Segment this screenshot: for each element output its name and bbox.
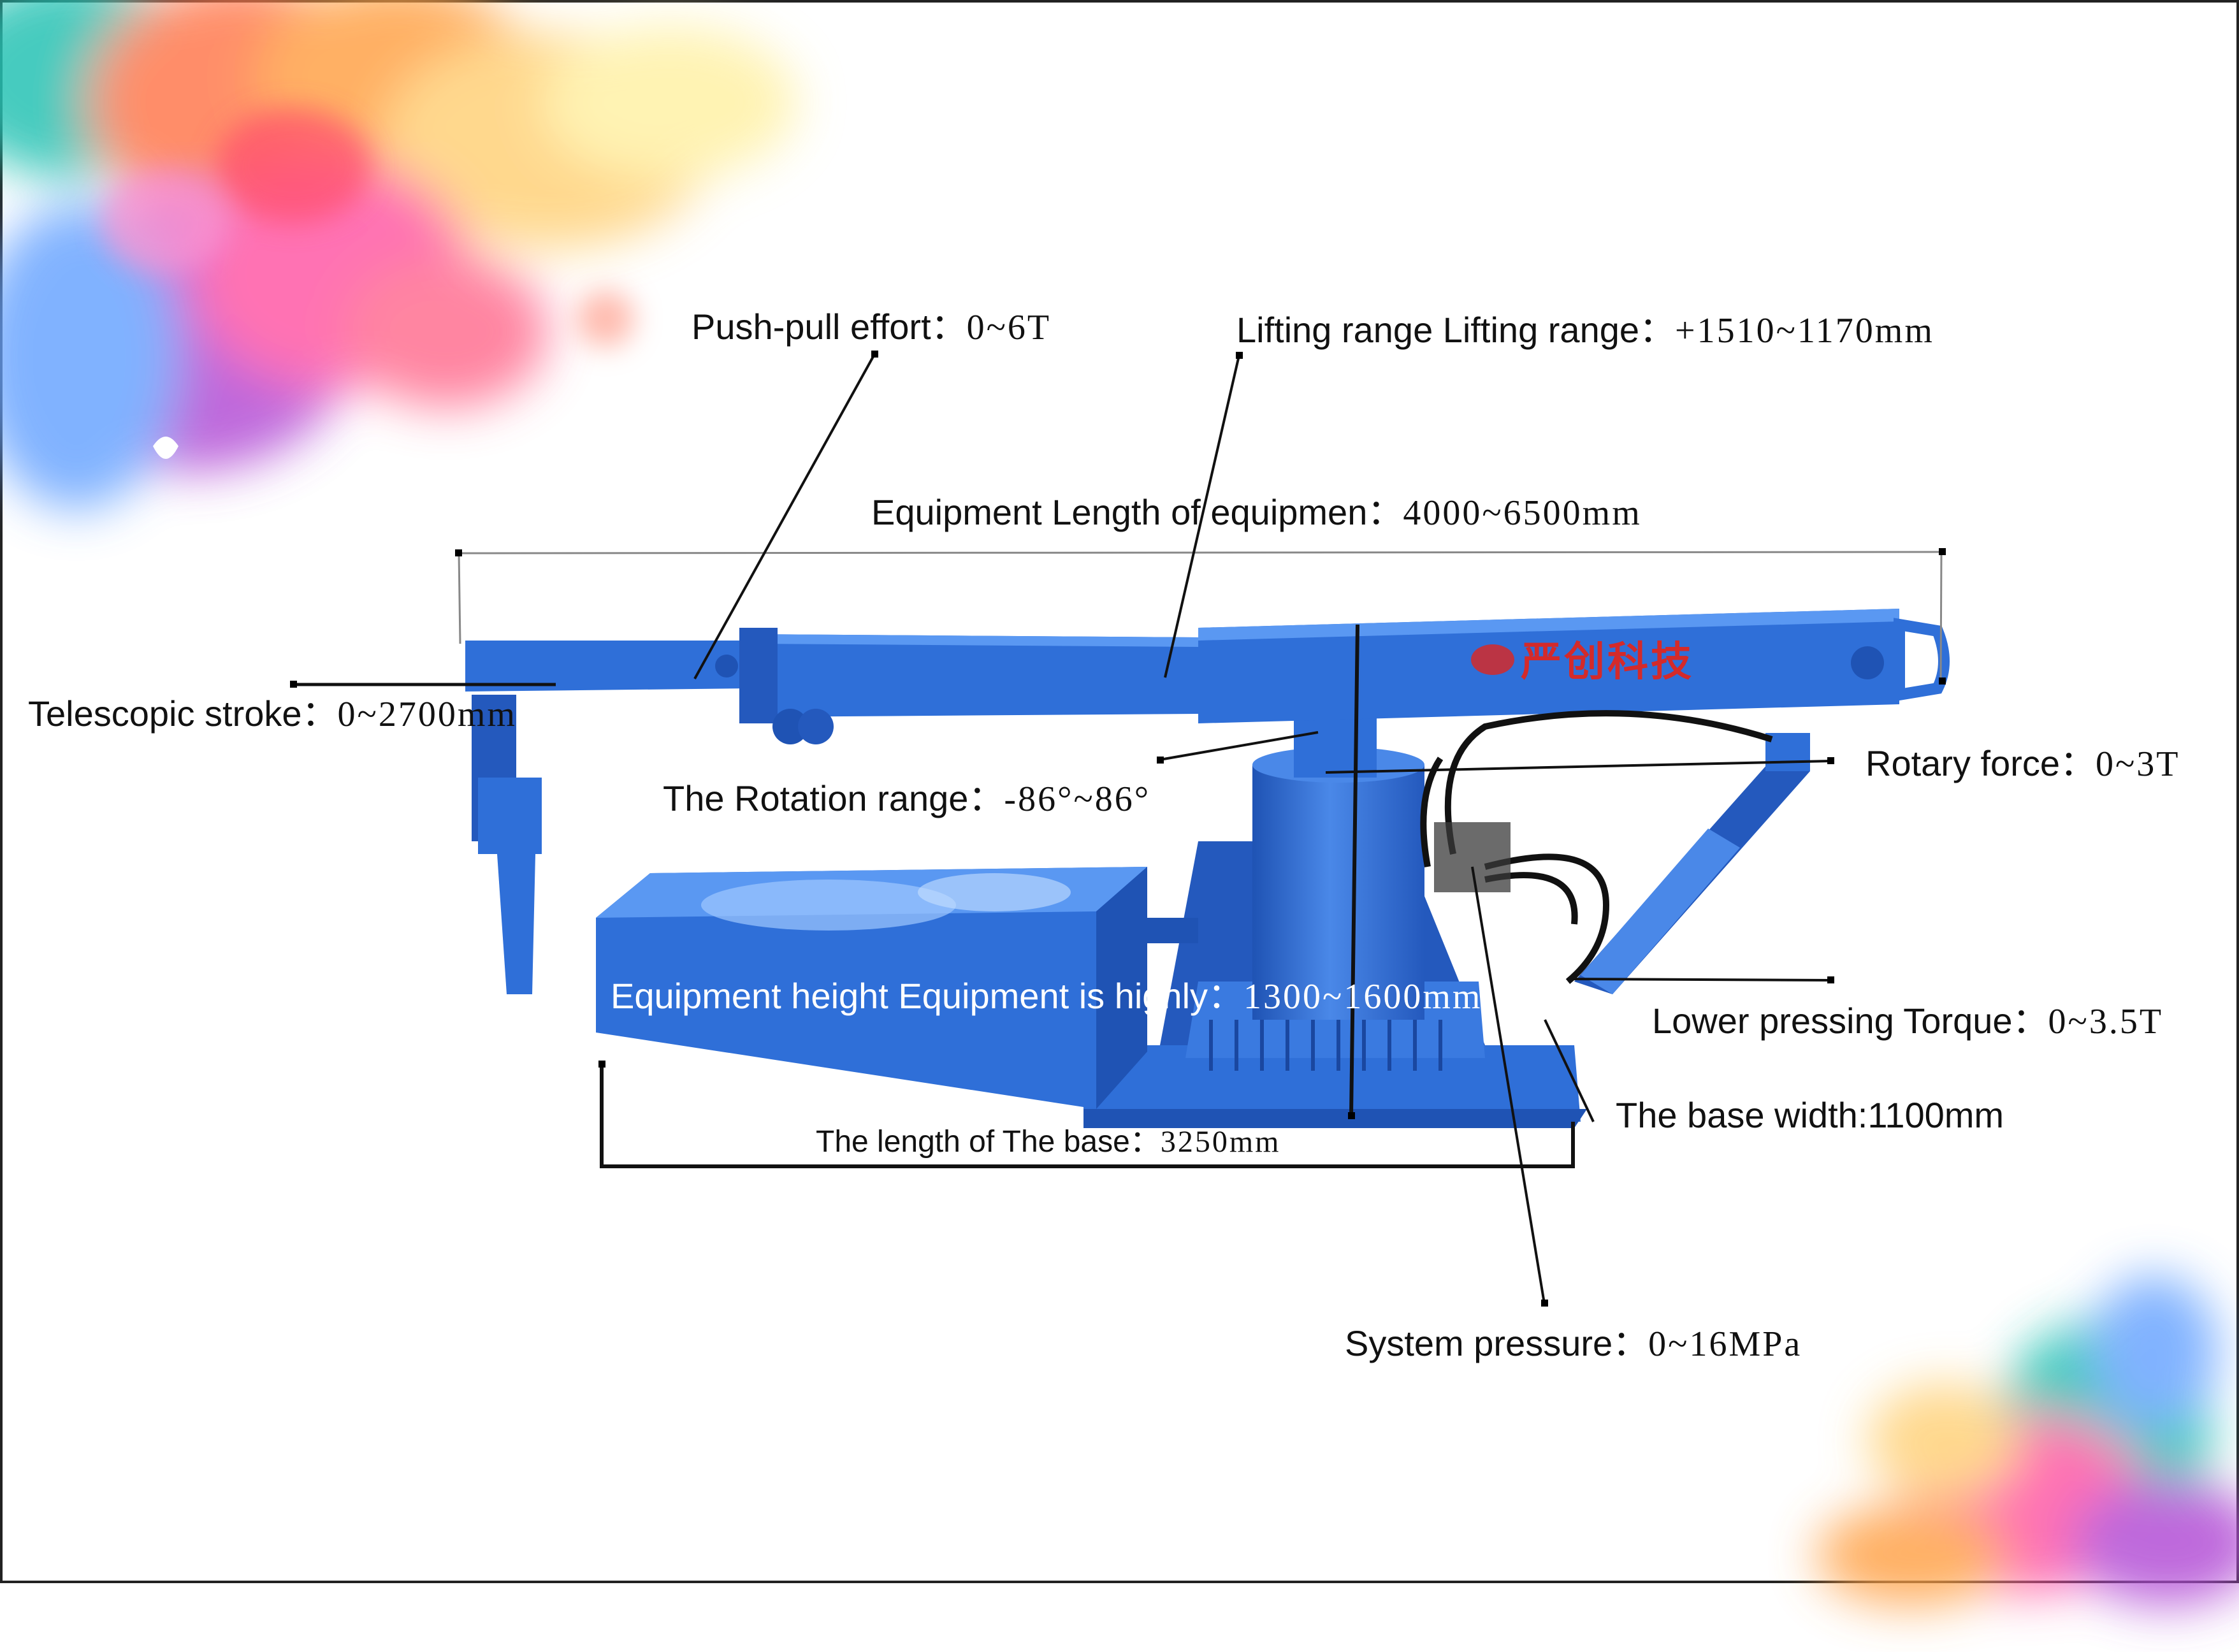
leader-lines [293,354,1943,1304]
label-system-pressure: System pressure：0~16MPa [1345,1323,1802,1364]
telescopic-value: 0~2700mm [337,695,517,734]
rotary-force-text: Rotary force： [1866,743,2096,783]
rotation-value: -86°~86° [1004,779,1151,819]
label-base-length: The length of The base：3250mm [816,1127,1280,1157]
label-equipment-height: Equipment height Equipment is highly：130… [611,978,1482,1015]
label-lower-pressing-torque: Lower pressing Torque：0~3.5T [1652,1003,2163,1040]
label-equipment-length: Equipment Length of equipmen：4000~6500mm [871,492,1642,533]
lower-pressing-value: 0~3.5T [2048,1002,2164,1041]
rotation-text: The Rotation range： [663,778,1004,818]
leader-dot [1827,757,1834,764]
label-rotary-force: Rotary force：0~3T [1866,743,2180,784]
logo-text: 严创科技 [1521,639,1694,686]
label-push-pull-effort: Push-pull effort：0~6T [692,307,1052,347]
system-pressure-text: System pressure： [1345,1323,1649,1363]
system-pressure-value: 0~16MPa [1648,1324,1802,1364]
leader-dot [1939,548,1946,555]
machine-illustration: 严创科技 [465,609,1950,1128]
base-width-text: The base width:1100mm [1616,1095,2004,1135]
leader-dot [1157,757,1164,764]
telescopic-text: Telescopic stroke： [28,693,338,734]
leader-dot [1939,677,1946,685]
watercolor-splash-top-left [0,0,797,510]
push-pull-text: Push-pull effort： [692,307,967,347]
leader-dot [290,681,297,688]
leader-dot [1236,352,1243,359]
length-value: 4000~6500mm [1403,493,1642,533]
leader-dot [598,1061,605,1068]
label-base-width: The base width:1100mm [1616,1098,2004,1133]
leader-dot [455,549,462,556]
leader-dot [1541,1300,1548,1307]
leader-dot [1348,1112,1355,1119]
base-length-text: The length of The base： [816,1125,1161,1159]
rotary-force-value: 0~3T [2096,744,2180,784]
lower-pressing-text: Lower pressing Torque： [1652,1001,2048,1041]
lifting-text: Lifting range Lifting range： [1236,310,1675,350]
label-lifting-range: Lifting range Lifting range：+1510~1170mm [1236,312,1934,349]
push-pull-value: 0~6T [966,308,1052,347]
height-text: Equipment height Equipment is highly： [611,976,1244,1016]
label-rotation-range: The Rotation range：-86°~86° [663,778,1151,819]
company-logo: 严创科技 [1471,639,1694,686]
leader-dot [1827,976,1834,983]
length-text: Equipment Length of equipmen： [871,492,1403,532]
watercolor-splash-bottom-right [1816,1275,2239,1606]
base-length-value: 3250mm [1160,1125,1281,1159]
label-telescopic-stroke: Telescopic stroke：0~2700mm [28,693,517,734]
lifting-value: +1510~1170mm [1675,311,1934,351]
leader-dot [871,351,878,358]
height-value: 1300~1600mm [1243,977,1482,1017]
